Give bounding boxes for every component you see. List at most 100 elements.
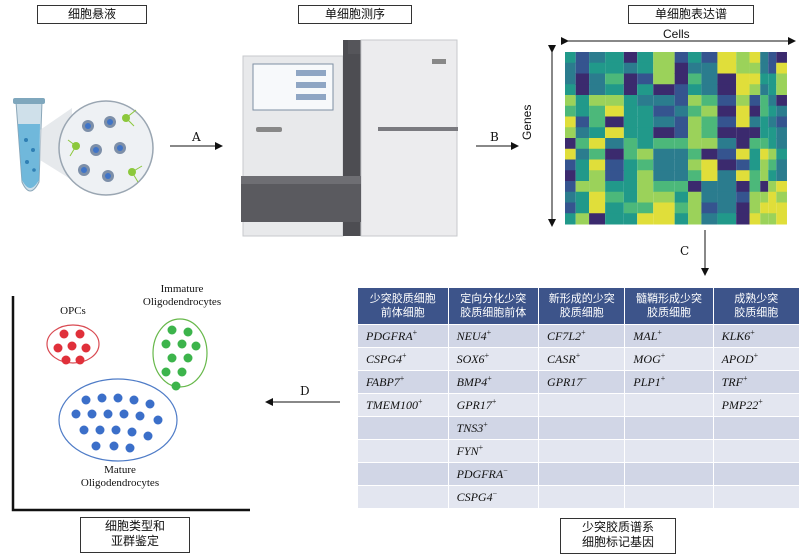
cells-axis-label: Cells [663,27,690,41]
heatmap-cell [768,138,777,150]
heatmap-cell [575,138,590,150]
immature-dot [183,327,193,337]
heatmap-cell [637,181,654,193]
heatmap-cell [623,116,638,128]
heatmap-cell [717,202,737,214]
heatmap-cell [565,138,576,150]
heatmap [565,52,787,225]
heatmap-cell [776,181,787,193]
heatmap-cell [760,62,769,74]
heatmap-cell [736,148,750,160]
heatmap-cell [768,181,777,193]
opcs-label: OPCs [60,305,86,317]
heatmap-cell [653,202,675,214]
heatmap-cell [688,127,702,139]
heatmap-cell [674,181,689,193]
table-cell [538,393,626,417]
gene-sign: + [484,351,490,360]
heatmap-cell [565,148,576,160]
heatmap-cell [688,148,702,160]
heatmap-cell [688,138,702,150]
heatmap-cell [674,159,689,171]
heatmap-cell [760,105,769,117]
heatmap-cell [605,62,624,74]
heatmap-cell [575,116,590,128]
heatmap-cell [565,191,576,203]
table-cell: CASR+ [538,347,626,371]
table-cell: FYN+ [448,439,540,463]
heatmap-cell [653,159,675,171]
table-cell: PMP22+ [713,393,800,417]
table-cell [358,439,449,463]
heatmap-cell [760,148,769,160]
heatmap-cell [575,95,590,107]
heatmap-cell [589,159,606,171]
table-cell [538,485,626,508]
table-cell [624,462,714,486]
gene-sign: + [483,420,488,429]
heatmap-cell [589,127,606,139]
heatmap-cell [688,159,702,171]
heatmap-cell [637,202,654,214]
magnified-cells-icon [58,100,154,196]
mature-dot [153,415,163,425]
immature-line1: Immature [160,283,204,295]
heatmap-cell [589,62,606,74]
table-cell [358,462,449,486]
heatmap-cell [653,84,675,96]
heatmap-cell [589,95,606,107]
gene-name: CASR [547,352,576,366]
heatmap-cell [623,191,638,203]
gene-sign: + [758,397,763,406]
heatmap-cell [760,170,769,182]
heatmap-cell [717,191,737,203]
heatmap-cell [605,191,624,203]
heatmap-cell [717,105,737,117]
heatmap-cell [565,73,576,85]
heatmap-cell [768,191,777,203]
heatmap-cell [565,105,576,117]
gene-name: NEU4 [456,329,487,343]
heatmap-cell [688,202,702,214]
heatmap-cell [637,105,654,117]
heatmap-cell [589,138,606,150]
table-cell: MAL+ [624,324,714,348]
table-cell: CF7L2+ [538,324,626,348]
heatmap-cell [653,73,675,85]
mature-dot [119,409,129,419]
gene-name: CSPG4 [366,352,402,366]
heatmap-cell [688,181,702,193]
heatmap-cell [776,62,787,74]
table-cell: GPR17− [538,370,626,394]
heatmap-cell [688,191,702,203]
table-cell: PDGFRA+ [358,324,449,348]
table-cell [624,416,714,440]
heatmap-cell [736,202,750,214]
heatmap-cell [637,170,654,182]
heatmap-cell [717,148,737,160]
table-cell: GPR17+ [448,393,540,417]
table-cell: KLK6+ [713,324,800,348]
gene-name: CF7L2 [547,329,582,343]
heatmap-cell [736,52,750,64]
table-row: CSPG4+SOX6+CASR+MOG+APOD+ [358,347,800,371]
heatmap-cell [575,84,590,96]
heatmap-cell [623,170,638,182]
heatmap-cell [589,191,606,203]
heatmap-cell [605,95,624,107]
heatmap-cell [674,138,689,150]
heatmap-cell [749,159,761,171]
gene-name: TNS3 [456,421,484,435]
heatmap-cell [717,84,737,96]
table-cell: BMP4+ [448,370,540,394]
mature-dot [91,441,101,451]
table-row: PDGFRA+NEU4+CF7L2+MAL+KLK6+ [358,324,800,348]
identification-line2: 亚群鉴定 [110,534,159,548]
mature-dot [95,425,105,435]
heatmap-cell [736,138,750,150]
mature-dot [109,441,119,451]
heatmap-cell [776,127,787,139]
heatmap-cell [688,73,702,85]
opc-dot [67,341,77,351]
heatmap-cell [565,159,576,171]
